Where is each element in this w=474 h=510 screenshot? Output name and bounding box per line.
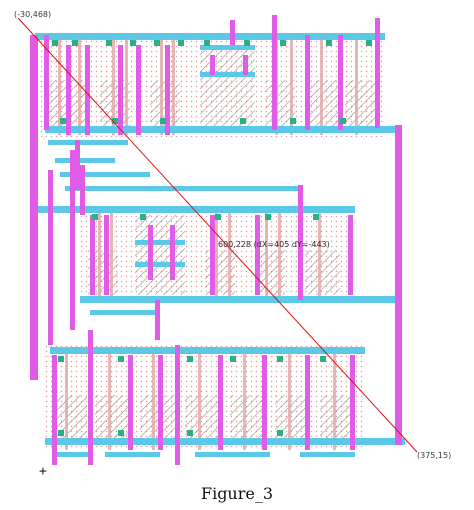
ruler-measure-label: 600,228 (dX=405 dY=-443) (218, 240, 330, 249)
contacts (52, 40, 372, 436)
metal2-wires (30, 15, 402, 465)
origin-marker: + (39, 464, 47, 479)
figure-caption: Figure_3 (200, 484, 274, 503)
row3-cells (45, 345, 365, 450)
ruler-line (17, 17, 418, 453)
ruler-end-label: (375,15) (417, 451, 452, 460)
poly-gates (58, 40, 358, 450)
metal1-rails (35, 33, 405, 457)
ruler-start-label: (-30,468) (14, 10, 52, 19)
layout-canvas[interactable] (0, 0, 474, 480)
